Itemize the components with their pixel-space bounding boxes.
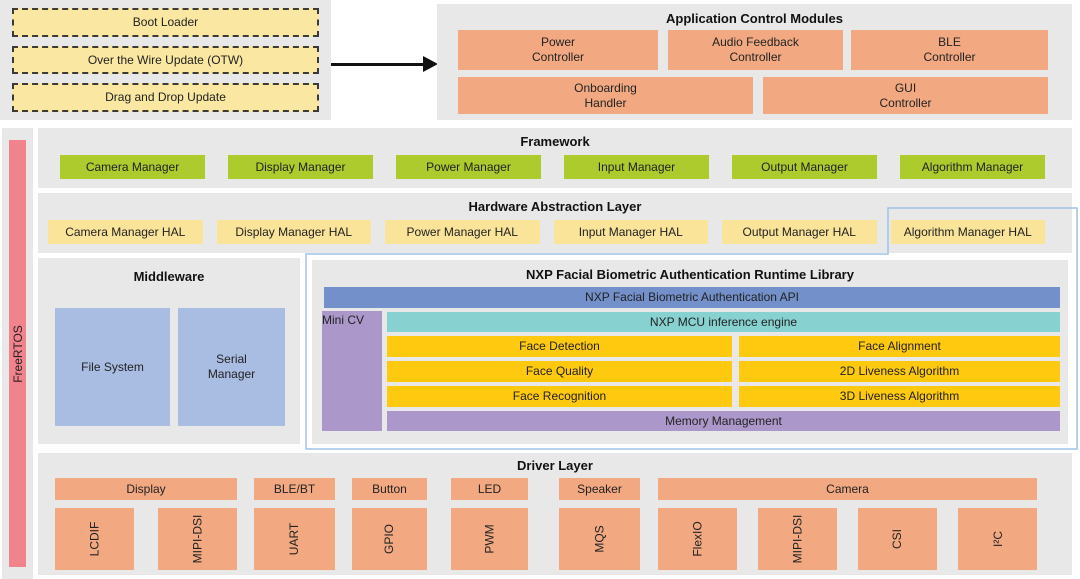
application-control-modules-section: Application Control Modules Power Contro… xyxy=(437,4,1072,120)
hardware-abstraction-layer-section: Hardware Abstraction Layer Camera Manage… xyxy=(38,193,1072,253)
algo-row-3: Face Recognition 3D Liveness Algorithm xyxy=(387,386,1060,407)
power-controller-box: Power Controller xyxy=(458,30,658,70)
audio-feedback-controller-box: Audio Feedback Controller xyxy=(668,30,843,70)
framework-section: Framework Camera Manager Display Manager… xyxy=(38,128,1072,188)
algorithm-manager-box: Algorithm Manager xyxy=(900,155,1045,179)
mipi-dsi-display-box: MIPI-DSI xyxy=(158,508,237,570)
framework-row: Camera Manager Display Manager Power Man… xyxy=(60,155,1045,179)
i2c-label: I²C xyxy=(990,531,1005,547)
power-manager-hal-box: Power Manager HAL xyxy=(385,220,540,244)
ble-bt-group-header: BLE/BT xyxy=(254,478,335,500)
camera-manager-hal-box: Camera Manager HAL xyxy=(48,220,203,244)
face-alignment-box: Face Alignment xyxy=(739,336,1060,357)
button-driver-row: GPIO xyxy=(352,508,427,570)
liveness-3d-box: 3D Liveness Algorithm xyxy=(739,386,1060,407)
framework-title: Framework xyxy=(520,134,590,149)
csi-box: CSI xyxy=(858,508,937,570)
gpio-label: GPIO xyxy=(382,523,397,555)
pwm-box: PWM xyxy=(451,508,528,570)
nxp-authentication-api-bar: NXP Facial Biometric Authentication API xyxy=(324,287,1060,308)
face-quality-box: Face Quality xyxy=(387,361,732,382)
mqs-label: MQS xyxy=(592,525,607,553)
input-manager-hal-box: Input Manager HAL xyxy=(553,220,708,244)
mipi-dsi-camera-box: MIPI-DSI xyxy=(758,508,837,570)
runtime-library-title: NXP Facial Biometric Authentication Runt… xyxy=(526,267,854,282)
middleware-section: Middleware File System Serial Manager xyxy=(38,258,300,444)
serial-manager-box: Serial Manager xyxy=(178,308,285,426)
boot-loader-box: Boot Loader xyxy=(12,8,319,37)
uart-box: UART xyxy=(254,508,335,570)
lcdif-box: LCDIF xyxy=(55,508,134,570)
led-driver-group: LED PWM xyxy=(451,478,528,570)
display-group-header: Display xyxy=(55,478,237,500)
button-driver-group: Button GPIO xyxy=(352,478,427,570)
button-group-header: Button xyxy=(352,478,427,500)
runtime-library-section: NXP Facial Biometric Authentication Runt… xyxy=(312,260,1068,444)
camera-manager-box: Camera Manager xyxy=(60,155,205,179)
camera-driver-row: FlexIO MIPI-DSI CSI I²C xyxy=(658,508,1037,570)
file-system-box: File System xyxy=(55,308,170,426)
liveness-2d-box: 2D Liveness Algorithm xyxy=(739,361,1060,382)
power-manager-box: Power Manager xyxy=(396,155,541,179)
memory-management-bar: Memory Management xyxy=(387,411,1060,431)
led-driver-row: PWM xyxy=(451,508,528,570)
output-manager-hal-box: Output Manager HAL xyxy=(722,220,877,244)
camera-group-header: Camera xyxy=(658,478,1037,500)
freertos-strip: FreeRTOS xyxy=(2,128,33,579)
flexio-label: FlexIO xyxy=(690,521,705,557)
csi-label: CSI xyxy=(890,528,905,550)
display-driver-row: LCDIF MIPI-DSI xyxy=(55,508,237,570)
speaker-driver-row: MQS xyxy=(559,508,640,570)
algo-row-1: Face Detection Face Alignment xyxy=(387,336,1060,357)
uart-label: UART xyxy=(287,522,302,556)
application-control-modules-title: Application Control Modules xyxy=(666,11,843,26)
mcu-inference-engine-bar: NXP MCU inference engine xyxy=(387,312,1060,332)
mini-cv-bar: Mini CV xyxy=(322,311,382,431)
freertos-label: FreeRTOS xyxy=(10,324,25,383)
otw-update-box: Over the Wire Update (OTW) xyxy=(12,45,319,75)
mqs-box: MQS xyxy=(559,508,640,570)
driver-layer-section: Driver Layer Display LCDIF MIPI-DSI BLE/… xyxy=(38,453,1072,575)
middleware-title: Middleware xyxy=(133,269,205,284)
display-driver-group: Display LCDIF MIPI-DSI xyxy=(55,478,237,570)
ble-controller-box: BLE Controller xyxy=(851,30,1048,70)
mipi-dsi-display-label: MIPI-DSI xyxy=(190,514,205,564)
pwm-label: PWM xyxy=(482,524,497,554)
update-methods-panel: Boot Loader Over the Wire Update (OTW) D… xyxy=(0,0,331,120)
input-manager-box: Input Manager xyxy=(564,155,709,179)
gui-controller-box: GUI Controller xyxy=(763,77,1048,114)
lcdif-label: LCDIF xyxy=(87,521,102,557)
algo-row-2: Face Quality 2D Liveness Algorithm xyxy=(387,361,1060,382)
face-detection-box: Face Detection xyxy=(387,336,732,357)
flexio-box: FlexIO xyxy=(658,508,737,570)
algorithm-manager-hal-box: Algorithm Manager HAL xyxy=(890,220,1045,244)
output-manager-box: Output Manager xyxy=(732,155,877,179)
flow-arrow-head xyxy=(423,56,438,72)
ble-bt-driver-group: BLE/BT UART xyxy=(254,478,335,570)
i2c-box: I²C xyxy=(958,508,1037,570)
acm-row-2: Onboarding Handler GUI Controller xyxy=(458,77,1048,114)
mipi-dsi-camera-label: MIPI-DSI xyxy=(790,514,805,564)
hal-row: Camera Manager HAL Display Manager HAL P… xyxy=(48,220,1045,244)
acm-row-1: Power Controller Audio Feedback Controll… xyxy=(458,30,1048,70)
mini-cv-label: Mini CV xyxy=(322,313,365,327)
display-manager-box: Display Manager xyxy=(228,155,373,179)
speaker-driver-group: Speaker MQS xyxy=(559,478,640,570)
gpio-box: GPIO xyxy=(352,508,427,570)
led-group-header: LED xyxy=(451,478,528,500)
display-manager-hal-box: Display Manager HAL xyxy=(216,220,371,244)
flow-arrow-line xyxy=(331,63,424,66)
drag-drop-update-box: Drag and Drop Update xyxy=(12,83,319,113)
hal-title: Hardware Abstraction Layer xyxy=(468,199,642,214)
freertos-bar: FreeRTOS xyxy=(9,140,26,567)
face-recognition-box: Face Recognition xyxy=(387,386,732,407)
onboarding-handler-box: Onboarding Handler xyxy=(458,77,753,114)
driver-layer-title: Driver Layer xyxy=(517,458,593,473)
ble-bt-driver-row: UART xyxy=(254,508,335,570)
camera-driver-group: Camera FlexIO MIPI-DSI CSI I²C xyxy=(658,478,1037,570)
speaker-group-header: Speaker xyxy=(559,478,640,500)
